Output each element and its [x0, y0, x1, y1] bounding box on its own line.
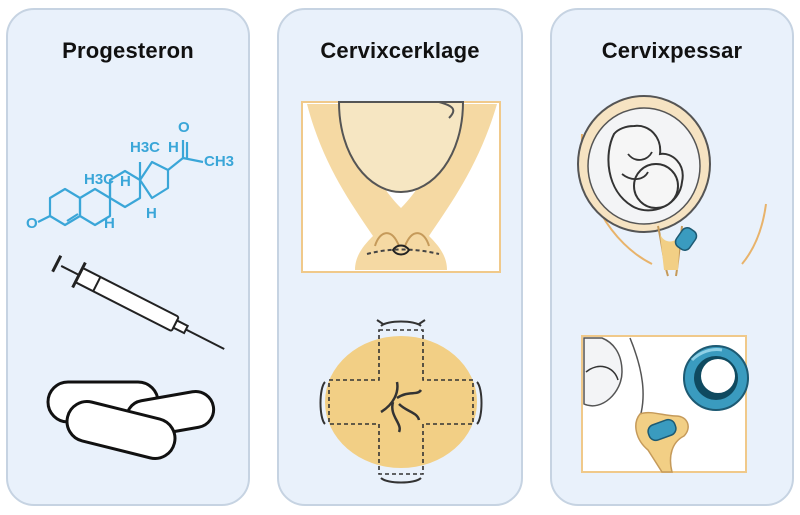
pessary-detail-icon — [581, 335, 749, 473]
molecule-label: O — [178, 119, 190, 136]
molecule-label: H — [104, 215, 115, 232]
molecule-label: H3C — [130, 139, 160, 156]
panel-title: Progesteron — [62, 38, 194, 63]
panel-title: Cervixcerklage — [320, 38, 480, 63]
pregnant-uterus-pessary-icon — [577, 95, 767, 277]
progesterone-molecule-icon: O H3C H H H3C H H O CH3 — [26, 119, 234, 232]
cerclage-diagram-icon — [301, 101, 501, 273]
panel-cervixpessar: Cervixpessar — [550, 8, 794, 506]
molecule-label: O — [26, 215, 38, 232]
cerclage-stitch-icon — [319, 319, 483, 484]
capsules-icon — [46, 380, 216, 460]
syringe-icon — [51, 254, 225, 350]
molecule-label: H3C — [84, 171, 114, 188]
molecule-label: CH3 — [204, 153, 234, 170]
panel-cervixcerklage: Cervixcerklage — [277, 8, 523, 506]
panel-progesteron: Progesteron O H3C H H H — [6, 8, 250, 506]
molecule-label: H — [120, 173, 131, 190]
panel-title: Cervixpessar — [601, 38, 743, 63]
molecule-label: H — [146, 205, 157, 222]
molecule-label: H — [168, 139, 179, 156]
